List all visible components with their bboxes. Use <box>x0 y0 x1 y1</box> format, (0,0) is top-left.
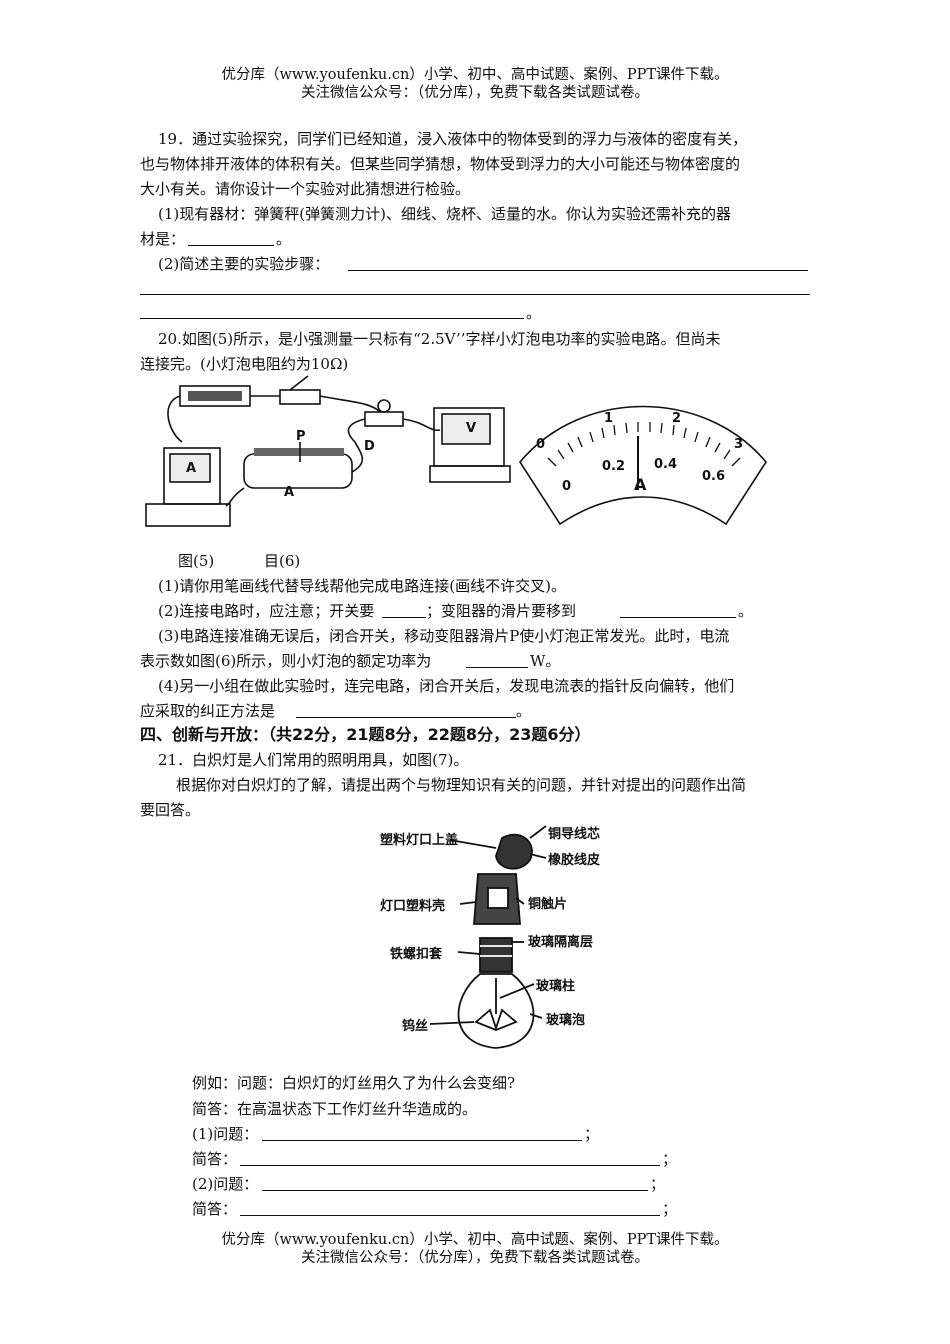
q21-example-question: 例如：问题：白炽灯的灯丝用久了为什么会变细? <box>192 1074 516 1092</box>
svg-text:A: A <box>284 485 294 500</box>
answer-blank[interactable] <box>140 318 524 319</box>
lamp-label-glass-isolation: 玻璃隔离层 <box>528 934 593 950</box>
q19-line-5-prefix: 材是： <box>140 230 186 248</box>
answer-blank[interactable] <box>240 1215 660 1216</box>
q20-part-2-a: (2)连接电路时，应注意；开关要 <box>158 602 375 620</box>
q20-part-4-b: 应采取的纠正方法是 <box>140 702 276 720</box>
answer-blank[interactable] <box>348 270 808 271</box>
svg-text:P: P <box>296 429 306 444</box>
lamp-label-glass-bulb: 玻璃泡 <box>546 1012 585 1028</box>
q19-line-8-end: 。 <box>526 304 542 322</box>
q19-line-3: 大小有关。请你设计一个实验对此猜想进行检验。 <box>140 180 471 198</box>
svg-text:A: A <box>186 461 196 476</box>
answer-blank[interactable] <box>262 1140 582 1141</box>
q21-answer-3-label: (2)问题： <box>192 1175 259 1193</box>
lamp-label-screw-base: 铁螺扣套 <box>389 946 443 962</box>
svg-text:0: 0 <box>536 437 545 452</box>
q19-line-1: 19．通过实验探究，同学们已经知道，浸入液体中的物体受到的浮力与液体的密度有关， <box>158 130 748 148</box>
svg-text:V: V <box>466 421 476 436</box>
q20-part-3-c: W。 <box>530 652 561 670</box>
svg-text:3: 3 <box>734 437 743 452</box>
ammeter-dial: 0 1 2 3 0 0.2 0.4 0.6 A <box>519 405 767 526</box>
q20-part-4-a: (4)另一小组在做此实验时，连完电路，闭合开关后，发现电流表的指针反向偏转，他们 <box>158 677 735 695</box>
answer-blank[interactable] <box>188 245 274 246</box>
q21-line-2: 根据你对白炽灯的了解，请提出两个与物理知识有关的问题，并针对提出的问题作出简 <box>176 776 747 794</box>
q19-line-2: 也与物体排开液体的体积有关。但某些同学猜想，物体受到浮力的大小可能还与物体密度的 <box>140 155 741 173</box>
fig6-caption: 目(6) <box>264 552 301 570</box>
svg-text:0: 0 <box>562 479 571 494</box>
svg-text:0.6: 0.6 <box>702 469 725 484</box>
svg-text:0.4: 0.4 <box>654 457 677 472</box>
lamp-label-contact: 铜触片 <box>527 896 567 912</box>
answer-blank[interactable] <box>262 1190 648 1191</box>
q19-line-6: (2)简述主要的实验步骤： <box>158 255 330 273</box>
footer-line-1: 优分库（www.youfenku.cn）小学、初中、高中试题、案例、PPT课件下… <box>221 1232 729 1248</box>
svg-text:A: A <box>634 475 647 494</box>
lamp-label-cap: 塑料灯口上盖 <box>380 832 458 848</box>
q20-part-2-b: ；变阻器的滑片要移到 <box>426 602 577 620</box>
q21-answer-2-label: 简答： <box>192 1150 238 1168</box>
lamp-label-glass-stem: 玻璃柱 <box>536 978 575 994</box>
fig5-caption: 图(5) <box>178 552 215 570</box>
svg-text:0.2: 0.2 <box>602 459 625 474</box>
circuit-figure: P D A V A <box>145 375 511 527</box>
lamp-label-rubber-sheath: 橡胶线皮 <box>548 852 600 868</box>
answer-blank[interactable] <box>466 667 528 668</box>
q20-part-1: (1)请你用笔画线代替导线帮他完成电路连接(画线不许交叉)。 <box>158 577 566 595</box>
q20-part-3-b: 表示数如图(6)所示，则小灯泡的额定功率为 <box>140 652 432 670</box>
q20-line-1: 20.如图(5)所示，是小强测量一只标有“2.5V’’字样小灯泡电功率的实验电路… <box>158 330 721 348</box>
q20-part-2-c: 。 <box>738 602 754 620</box>
answer-blank[interactable] <box>140 294 810 295</box>
semicolon: ； <box>584 1125 600 1143</box>
q21-line-1: 21．白炽灯是人们常用的照明用具，如图(7)。 <box>158 751 469 769</box>
semicolon: ； <box>662 1150 678 1168</box>
q20-part-4-c: 。 <box>516 702 532 720</box>
header-line-2: 关注微信公众号：（优分库），免费下载各类试题试卷。 <box>301 85 649 101</box>
answer-blank[interactable] <box>296 717 516 718</box>
q19-line-5-suffix: 。 <box>276 230 292 248</box>
semicolon: ； <box>662 1200 678 1218</box>
answer-blank[interactable] <box>240 1165 660 1166</box>
svg-text:1: 1 <box>604 411 613 426</box>
answer-blank[interactable] <box>620 617 736 618</box>
lamp-label-copper-wire: 铜导线芯 <box>547 826 600 842</box>
answer-blank[interactable] <box>382 617 426 618</box>
q21-answer-1-label: (1)问题： <box>192 1125 259 1143</box>
lamp-label-socket-shell: 灯口塑料壳 <box>380 898 445 914</box>
q21-example-answer: 简答：在高温状态下工作灯丝升华造成的。 <box>192 1100 478 1118</box>
header-line-1: 优分库（www.youfenku.cn）小学、初中、高中试题、案例、PPT课件下… <box>221 67 729 83</box>
q21-line-3: 要回答。 <box>140 801 201 819</box>
q21-answer-4-label: 简答： <box>192 1200 238 1218</box>
lamp-diagram: 塑料灯口上盖 铜导线芯 橡胶线皮 灯口塑料壳 铜触片 玻璃隔离层 铁螺扣套 玻璃… <box>380 825 600 1049</box>
svg-text:D: D <box>364 439 375 454</box>
lamp-label-filament: 钨丝 <box>402 1018 428 1034</box>
q19-line-4: (1)现有器材：弹簧秤(弹簧测力计)、细线、烧杯、适量的水。你认为实验还需补充的… <box>158 205 731 223</box>
svg-text:2: 2 <box>672 411 681 426</box>
semicolon: ； <box>650 1175 666 1193</box>
q20-part-3-a: (3)电路连接准确无误后，闭合开关，移动变阻器滑片P使小灯泡正常发光。此时，电流 <box>158 627 730 645</box>
footer-line-2: 关注微信公众号：（优分库），免费下载各类试题试卷。 <box>301 1250 649 1266</box>
section-4-title: 四、创新与开放：（共22分，21题8分，22题8分，23题6分） <box>140 725 591 744</box>
q20-line-2: 连接完。(小灯泡电阻约为10Ω) <box>140 355 349 373</box>
